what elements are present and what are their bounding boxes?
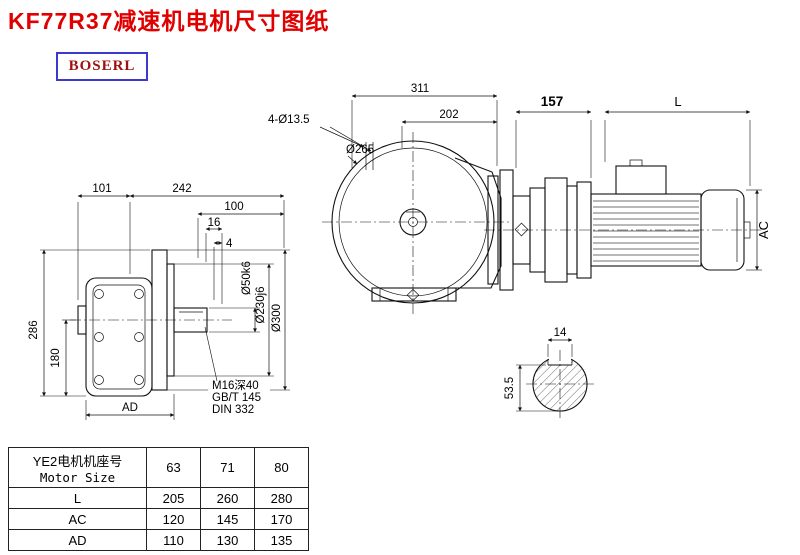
row-AD-val-80: 135 xyxy=(254,529,309,551)
dim-AD-label: AD xyxy=(122,402,138,414)
dia-spigot-label: Ø230j6 xyxy=(255,286,267,323)
header-label-cn: YE2电机机座号 xyxy=(32,453,123,469)
page-title: KF77R37减速机电机尺寸图纸 xyxy=(8,8,330,34)
side-view-drawing xyxy=(70,249,232,397)
tap-hole-note: M16深40 GB/T 145 DIN 332 xyxy=(204,326,261,416)
row-AD-val-63: 110 xyxy=(146,529,201,551)
dim-53-5-label: 53.5 xyxy=(504,377,516,399)
dim-16-label: 16 xyxy=(208,217,221,229)
dim-202: 202 xyxy=(401,109,498,148)
brand-logo: BOSERL xyxy=(56,52,148,81)
row-AD-label: AD xyxy=(8,529,147,551)
motor-size-table: YE2电机机座号 Motor Size 63 71 80 L 205 260 2… xyxy=(8,447,309,551)
row-AC-val-71: 145 xyxy=(200,508,255,530)
dia-flange-dim: Ø300 xyxy=(167,249,290,391)
dim-L: L xyxy=(604,94,751,186)
dim-180: 180 xyxy=(50,319,76,397)
dim-180-label: 180 xyxy=(50,348,62,367)
table-row-AC: AC 120 145 170 xyxy=(8,508,309,530)
dia-shaft-label: Ø50k6 xyxy=(241,261,253,295)
tap-note-line3: DIN 332 xyxy=(212,404,254,416)
frame-size-63: 63 xyxy=(146,447,201,488)
dia-265-callout: Ø265 xyxy=(346,144,374,165)
dim-242: 242 xyxy=(129,183,285,248)
tap-note-line1: M16深40 xyxy=(212,378,259,392)
tap-note-line2: GB/T 145 xyxy=(212,392,261,404)
dia-spigot-dim: Ø230j6 xyxy=(174,263,274,377)
dim-L-label: L xyxy=(674,94,681,109)
motor-view-drawing xyxy=(484,159,764,291)
dim-157-label: 157 xyxy=(541,94,564,109)
frame-size-80: 80 xyxy=(254,447,309,488)
dia-shaft-dim: Ø50k6 xyxy=(209,261,260,333)
dia-265-label: Ø265 xyxy=(346,144,374,156)
holes-label: 4-Ø13.5 xyxy=(268,114,310,126)
row-L-val-80: 280 xyxy=(254,487,309,509)
table-row-AD: AD 110 130 135 xyxy=(8,529,309,551)
dim-AC-label: AC xyxy=(756,221,771,239)
dim-53-5: 53.5 xyxy=(504,364,560,412)
dim-202-label: 202 xyxy=(439,109,458,121)
row-L-val-71: 260 xyxy=(200,487,255,509)
row-AC-val-80: 170 xyxy=(254,508,309,530)
dim-242-label: 242 xyxy=(172,183,191,195)
motor-size-header-cell: YE2电机机座号 Motor Size xyxy=(8,447,147,488)
dim-311-label: 311 xyxy=(411,83,429,95)
dim-14: 14 xyxy=(547,327,573,357)
table-row-L: L 205 260 280 xyxy=(8,487,309,509)
frame-size-71: 71 xyxy=(200,447,255,488)
front-view-drawing xyxy=(322,132,512,316)
dim-AC: AC xyxy=(746,189,771,271)
dim-100-label: 100 xyxy=(224,201,243,213)
dim-157: 157 xyxy=(515,94,592,178)
dim-101-label: 101 xyxy=(92,183,111,195)
row-AC-val-63: 120 xyxy=(146,508,201,530)
key-section-drawing xyxy=(526,350,596,420)
row-L-val-63: 205 xyxy=(146,487,201,509)
dia-flange-label: Ø300 xyxy=(271,304,283,332)
row-AD-val-71: 130 xyxy=(200,529,255,551)
brand-logo-text: BOSERL xyxy=(68,58,136,74)
dim-100: 100 xyxy=(197,201,285,258)
holes-callout: 4-Ø13.5 xyxy=(268,114,372,152)
dim-311: 311 xyxy=(351,83,498,168)
dim-286-label: 286 xyxy=(28,320,40,339)
header-label-en: Motor Size xyxy=(39,469,116,485)
dim-AD: AD xyxy=(85,394,175,420)
dim-286: 286 xyxy=(28,249,150,397)
dim-4: 4 xyxy=(213,238,233,300)
dim-101: 101 xyxy=(77,183,131,300)
row-AC-label: AC xyxy=(8,508,147,530)
dim-4-label: 4 xyxy=(226,238,233,250)
row-L-label: L xyxy=(8,487,147,509)
dim-14-label: 14 xyxy=(554,327,567,339)
table-header-row: YE2电机机座号 Motor Size 63 71 80 xyxy=(8,447,309,488)
